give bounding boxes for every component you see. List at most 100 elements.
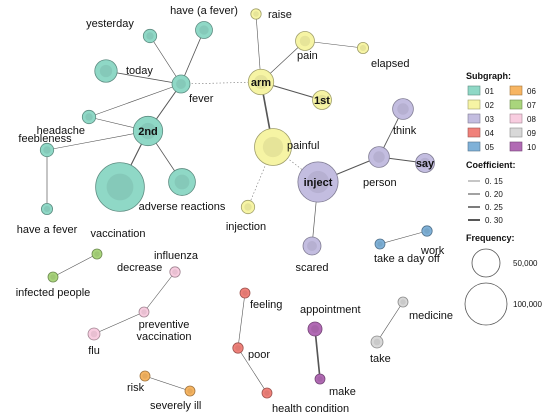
node-core-decrease	[94, 251, 100, 257]
node-label-line: preventive	[139, 319, 190, 331]
node-label-take: take	[370, 353, 391, 365]
nodes-layer	[39, 8, 435, 399]
legend-coef-label-2: 0. 25	[485, 203, 503, 212]
node-core-person	[373, 151, 385, 163]
legend-swatch-10	[509, 141, 523, 152]
edge-appointment-make	[314, 328, 321, 380]
legend-swatch-08	[509, 113, 523, 124]
labels-layer: have (a fever)yesterdaytodayfeverheadach…	[16, 5, 453, 415]
legend-label-06: 06	[527, 87, 536, 96]
node-label-inject: inject	[304, 177, 333, 189]
legend-swatch-09	[509, 127, 523, 138]
node-core-elapsed	[359, 44, 367, 52]
node-core-influenza	[172, 269, 178, 275]
node-label-take_a_day_off: take a day off	[374, 253, 441, 265]
node-core-severely_ill	[187, 388, 193, 394]
edge-feeling-poor	[237, 292, 246, 349]
node-label-work: work	[420, 245, 445, 257]
edge-decrease-infected_people	[52, 253, 98, 278]
node-label-line: vaccination	[136, 331, 191, 343]
node-core-injection	[244, 203, 252, 211]
node-label-adverse_reactions: adverse reactions	[139, 201, 226, 213]
edge-poor-health_condition	[237, 347, 268, 394]
node-label-feeling: feeling	[250, 299, 282, 311]
legend-coef-label-3: 0. 30	[485, 216, 503, 225]
node-label-vaccination: vaccination	[90, 228, 145, 240]
node-core-take_a_day_off	[377, 241, 383, 247]
node-core-feebleness	[43, 146, 51, 154]
legend-swatch-07	[509, 99, 523, 110]
edge-yesterday-fever	[149, 35, 182, 85]
legend-swatch-04	[467, 127, 481, 138]
node-label-person: person	[363, 177, 397, 189]
node-core-painful	[262, 136, 284, 158]
edge-painful-inject	[272, 146, 319, 183]
node-label-medicine: medicine	[409, 310, 453, 322]
node-label-2nd: 2nd	[138, 126, 158, 138]
legend-freq-circle-0	[471, 248, 501, 278]
legend-frequency-title: Frequency:	[466, 233, 515, 243]
node-label-today: today	[126, 65, 153, 77]
legend-coef-label-0: 0. 15	[485, 177, 503, 186]
node-label-pain: pain	[297, 50, 318, 62]
legend-label-10: 10	[527, 143, 536, 152]
node-core-flu	[90, 330, 98, 338]
legend-label-07: 07	[527, 101, 536, 110]
node-label-elapsed: elapsed	[371, 58, 410, 70]
node-label-scared: scared	[295, 262, 328, 274]
node-core-today	[99, 64, 113, 78]
node-label-say: say	[416, 158, 435, 170]
node-core-feeling	[242, 290, 248, 296]
node-label-fever: fever	[189, 93, 214, 105]
node-label-think: think	[393, 125, 417, 137]
node-core-appointment	[311, 325, 319, 333]
legend-coef-label-1: 0. 20	[485, 190, 503, 199]
legend-label-02: 02	[485, 101, 494, 110]
node-core-pain	[299, 35, 311, 47]
node-label-have_a_fever: have a fever	[17, 224, 78, 236]
node-core-say	[419, 157, 431, 169]
node-core-inject	[306, 170, 330, 194]
legend-label-04: 04	[485, 129, 494, 138]
legend-swatch-02	[467, 99, 481, 110]
node-core-2nd	[139, 122, 157, 140]
edge-risk-severely_ill	[144, 375, 191, 392]
edge-preventive_vaccination-flu	[93, 311, 145, 335]
legend-swatch-06	[509, 85, 523, 96]
node-core-adverse_reactions	[174, 174, 190, 190]
edge-influenza-preventive_vaccination	[143, 271, 176, 313]
node-label-infected_people: infected people	[16, 287, 91, 299]
edge-fever-arm	[180, 81, 262, 85]
node-core-preventive_vaccination	[141, 309, 147, 315]
node-label-influenza: influenza	[154, 250, 199, 262]
node-label-risk: risk	[127, 382, 145, 394]
node-core-take	[373, 338, 381, 346]
legend-label-05: 05	[485, 143, 494, 152]
node-core-poor	[235, 345, 241, 351]
edge-feebleness-2nd	[46, 130, 149, 151]
legend-swatch-03	[467, 113, 481, 124]
node-label-painful: painful	[287, 140, 319, 152]
node-core-medicine	[400, 299, 406, 305]
node-label-flu: flu	[88, 345, 100, 357]
legend-freq-circle-1	[464, 282, 508, 326]
node-label-arm: arm	[251, 77, 271, 89]
node-label-decrease: decrease	[117, 262, 162, 274]
node-core-arm	[253, 74, 269, 90]
node-core-make	[317, 376, 323, 382]
node-label-make: make	[329, 386, 356, 398]
node-label-appointment: appointment	[300, 304, 361, 316]
legend-freq-label-1: 100,000	[513, 300, 542, 309]
node-core-infected_people	[50, 274, 56, 280]
edge-medicine-take	[376, 301, 404, 343]
node-label-poor: poor	[248, 349, 270, 361]
node-label-injection: injection	[226, 221, 266, 233]
node-label-1st: 1st	[314, 95, 330, 107]
legend-label-03: 03	[485, 115, 494, 124]
node-core-vaccination	[106, 173, 134, 201]
legend-label-09: 09	[527, 129, 536, 138]
